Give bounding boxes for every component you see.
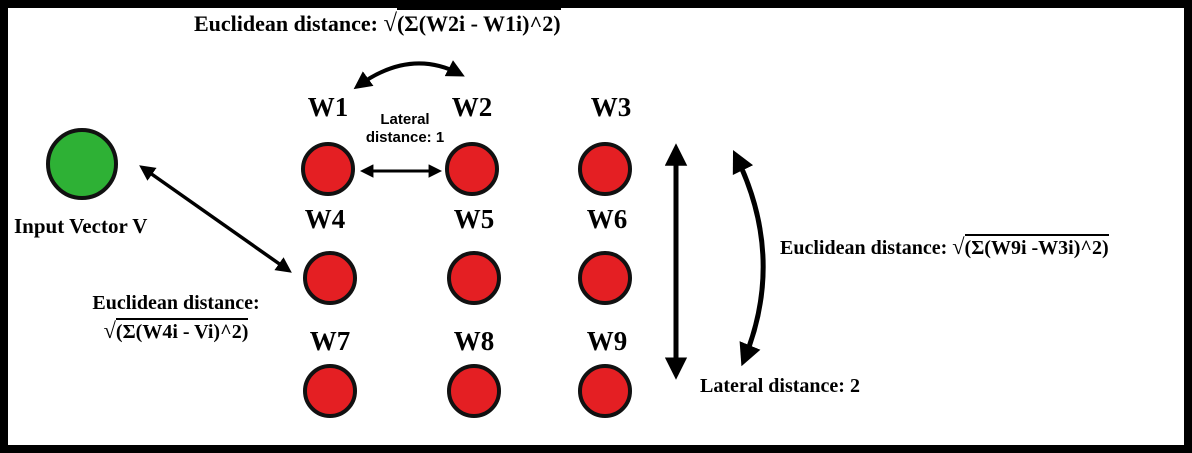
sqrt-symbol: √ <box>383 10 397 37</box>
node-label-w1: W1 <box>307 92 349 122</box>
node-circle-w4 <box>303 251 357 305</box>
sqrt-symbol: √ <box>952 234 965 259</box>
node-label-w5: W5 <box>453 204 495 234</box>
euclidean-w2-w1-radicand: (Σ(W2i - W1i)^2) <box>396 8 561 36</box>
euclidean-distance-w2-w1-label: Euclidean distance: √(Σ(W2i - W1i)^2) <box>194 8 561 38</box>
euclidean-input-w4-radicand: (Σ(W4i - Vi)^2) <box>115 318 249 343</box>
euclidean-arrow-w1-w2 <box>353 60 465 90</box>
input-vector-node <box>46 128 118 200</box>
node-label-w6: W6 <box>586 204 628 234</box>
lateral-distance-2-label: Lateral distance: 2 <box>700 375 860 397</box>
euclidean-w9-w3-radicand: (Σ(W9i -W3i)^2) <box>964 234 1109 259</box>
euclidean-distance-w9-w3-label: Euclidean distance: √(Σ(W9i -W3i)^2) <box>780 234 1109 260</box>
euclidean-w9-w3-prefix: Euclidean distance: <box>780 237 953 259</box>
node-label-w9: W9 <box>586 326 628 356</box>
node-label-w8: W8 <box>453 326 495 356</box>
euclidean-input-w4-line2: √(Σ(W4i - Vi)^2) <box>54 317 298 346</box>
lateral-1-line1: Lateral <box>380 111 430 128</box>
sqrt-symbol: √ <box>103 318 116 343</box>
input-vector-label: Input Vector V <box>14 214 148 238</box>
arrow-layer <box>139 60 766 380</box>
node-circle-w2 <box>445 142 499 196</box>
euclidean-arrow-input-w4 <box>139 165 292 273</box>
node-circle-w5 <box>447 251 501 305</box>
node-label-w4: W4 <box>304 204 346 234</box>
node-circle-w3 <box>578 142 632 196</box>
lateral-1-line2: distance: 1 <box>365 129 445 146</box>
node-label-w7: W7 <box>309 326 351 356</box>
euclidean-arrow-w3-w9 <box>732 149 766 367</box>
node-label-w2: W2 <box>451 92 493 122</box>
node-circle-w8 <box>447 364 501 418</box>
node-label-w3: W3 <box>590 92 632 122</box>
node-circle-w7 <box>303 364 357 418</box>
node-circle-w1 <box>301 142 355 196</box>
euclidean-w2-w1-prefix: Euclidean distance: <box>194 11 384 36</box>
node-circle-w9 <box>578 364 632 418</box>
euclidean-distance-input-w4-label: Euclidean distance: √(Σ(W4i - Vi)^2) <box>54 290 298 346</box>
lateral-distance-1-label: Lateral distance: 1 <box>360 111 450 147</box>
euclidean-input-w4-line1: Euclidean distance: <box>92 292 260 314</box>
node-circle-w6 <box>578 251 632 305</box>
